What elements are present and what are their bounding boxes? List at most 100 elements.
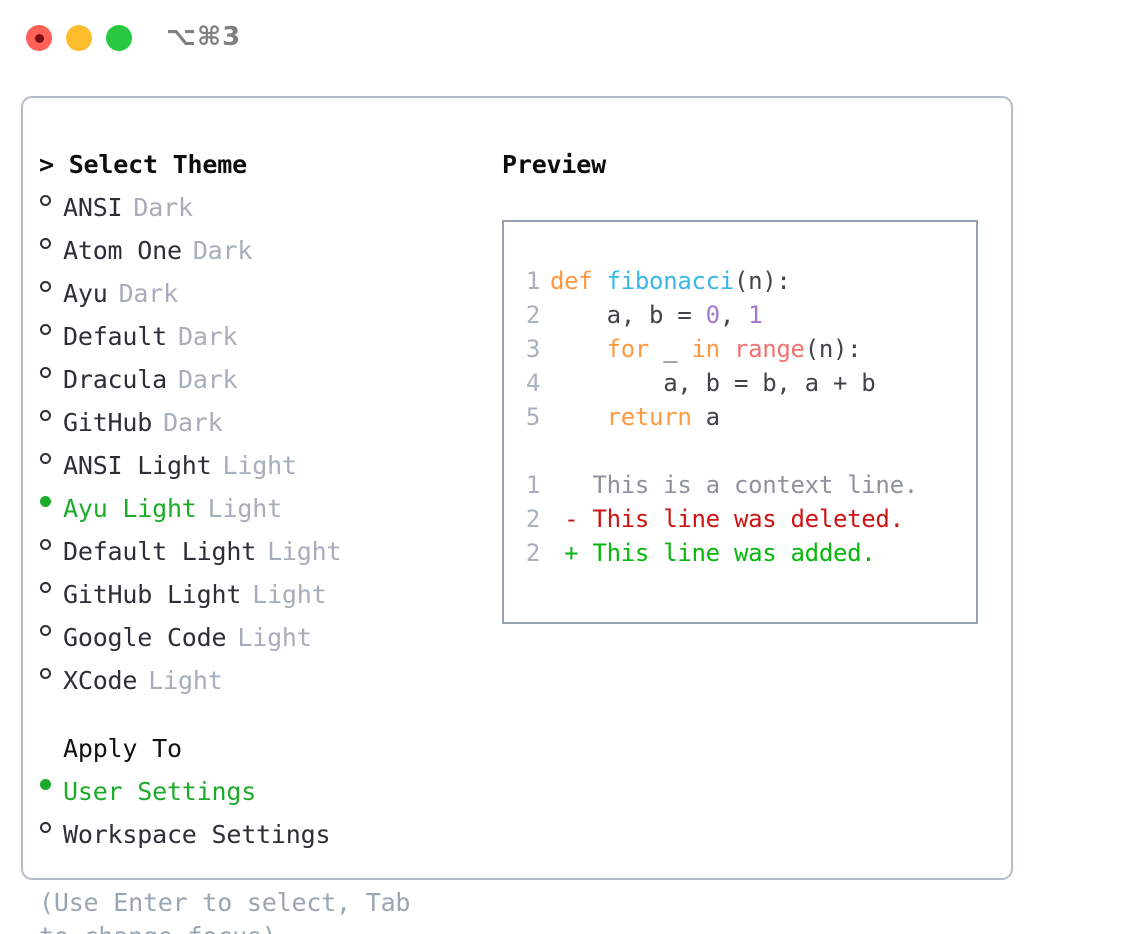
theme-option-tag: Light [222, 451, 297, 480]
radio-unselected-icon [39, 655, 63, 689]
preview-heading: Preview [502, 150, 606, 179]
theme-option-label: ANSI Light [63, 451, 212, 480]
maximize-window-button[interactable] [106, 25, 132, 51]
code-token-kw: in [691, 335, 734, 363]
diff-line-ctx: 1 This is a context line. [518, 468, 976, 502]
code-line: 4 a, b = b, a + b [518, 366, 976, 400]
diff-sample: 1 This is a context line.2 - This line w… [518, 468, 976, 570]
code-token-txt: (n): [804, 335, 862, 363]
theme-option-label: Default Light [63, 537, 257, 566]
radio-unselected-icon [39, 809, 63, 843]
theme-option-tag: Dark [133, 193, 193, 222]
theme-option-tag: Light [252, 580, 327, 609]
theme-option-tag: Light [237, 623, 312, 652]
code-token-fn: fibonacci [606, 267, 735, 295]
theme-option-label: Dracula [63, 365, 167, 394]
code-line-content: def fibonacci(n): [540, 267, 791, 295]
diff-line-del: 2 - This line was deleted. [518, 502, 976, 536]
radio-selected-icon [39, 483, 63, 517]
theme-option-label: Atom One [63, 236, 182, 265]
keyboard-shortcut-label: ⌥⌘3 [166, 22, 242, 52]
code-token-num: 0 [705, 301, 720, 329]
keyboard-hint-text: (Use Enter to select, Tab to change focu… [39, 888, 411, 934]
code-token-txt: a [691, 403, 720, 431]
code-line-number: 3 [525, 335, 540, 363]
code-line-content: a, b = 0, 1 [540, 301, 763, 329]
code-line-content: return a [540, 403, 721, 431]
diff-line-number: 2 [525, 505, 540, 533]
theme-option-label: GitHub Light [63, 580, 242, 609]
apply-to-option-label: User Settings [63, 777, 257, 806]
diff-line-content: + This line was added. [550, 539, 876, 567]
apply-to-option-1[interactable]: Workspace Settings [39, 809, 479, 852]
theme-option-0[interactable]: ANSI Dark [39, 182, 479, 225]
code-line-number: 2 [525, 301, 540, 329]
diff-line-content: This is a context line. [550, 471, 918, 499]
radio-unselected-icon [39, 311, 63, 345]
code-token-kw: return [550, 403, 692, 431]
minimize-window-button[interactable] [66, 25, 92, 51]
theme-option-tag: Dark [118, 279, 179, 308]
apply-to-heading: Apply To [63, 734, 182, 763]
radio-unselected-icon [39, 268, 63, 302]
code-line: 3 for _ in range(n): [518, 332, 976, 366]
radio-unselected-icon [39, 397, 63, 431]
code-line-number: 4 [525, 369, 540, 397]
code-diff-spacer [518, 434, 976, 468]
select-theme-heading: > Select Theme [39, 150, 247, 179]
section-spacer [39, 698, 479, 732]
diff-line-number: 2 [525, 539, 540, 567]
theme-option-label: ANSI [63, 193, 123, 222]
theme-option-tag: Light [207, 494, 282, 523]
code-token-txt: (n): [733, 267, 791, 295]
theme-option-7[interactable]: Ayu Light Light [39, 483, 479, 526]
code-token-kw: for [550, 335, 650, 363]
theme-option-1[interactable]: Atom One Dark [39, 225, 479, 268]
code-token-txt: a, b = b, a + b [550, 369, 876, 397]
theme-option-tag: Dark [177, 365, 238, 394]
traffic-lights [26, 25, 132, 51]
theme-option-tag: Light [267, 537, 342, 566]
theme-option-label: XCode [63, 666, 138, 695]
code-token-txt: _ [649, 335, 692, 363]
theme-option-label: GitHub [63, 408, 153, 437]
apply-to-option-0[interactable]: User Settings [39, 766, 479, 809]
code-line-number: 1 [525, 267, 540, 295]
theme-option-4[interactable]: Dracula Dark [39, 354, 479, 397]
theme-option-2[interactable]: Ayu Dark [39, 268, 479, 311]
theme-option-label: Ayu Light [63, 494, 197, 523]
theme-option-8[interactable]: Default Light Light [39, 526, 479, 569]
window-titlebar: ⌥⌘3 [0, 0, 1140, 78]
radio-unselected-icon [39, 182, 63, 216]
code-line-content: a, b = b, a + b [540, 369, 876, 397]
theme-option-9[interactable]: GitHub Light Light [39, 569, 479, 612]
code-line: 2 a, b = 0, 1 [518, 298, 976, 332]
diff-line-number: 1 [525, 471, 540, 499]
close-window-button[interactable] [26, 25, 52, 51]
code-token-txt: a, b = [550, 301, 706, 329]
radio-unselected-icon [39, 354, 63, 388]
radio-unselected-icon [39, 225, 63, 259]
apply-to-option-label: Workspace Settings [63, 820, 331, 849]
diff-line-content: - This line was deleted. [550, 505, 904, 533]
code-token-num: 1 [748, 301, 763, 329]
theme-option-label: Ayu [63, 279, 108, 308]
radio-selected-icon [39, 766, 63, 800]
code-line-content: for _ in range(n): [540, 335, 862, 363]
theme-option-tag: Dark [192, 236, 253, 265]
code-line: 5 return a [518, 400, 976, 434]
code-token-kw: def [550, 267, 607, 295]
radio-unselected-icon [39, 569, 63, 603]
radio-unselected-icon [39, 612, 63, 646]
theme-option-6[interactable]: ANSI Light Light [39, 440, 479, 483]
